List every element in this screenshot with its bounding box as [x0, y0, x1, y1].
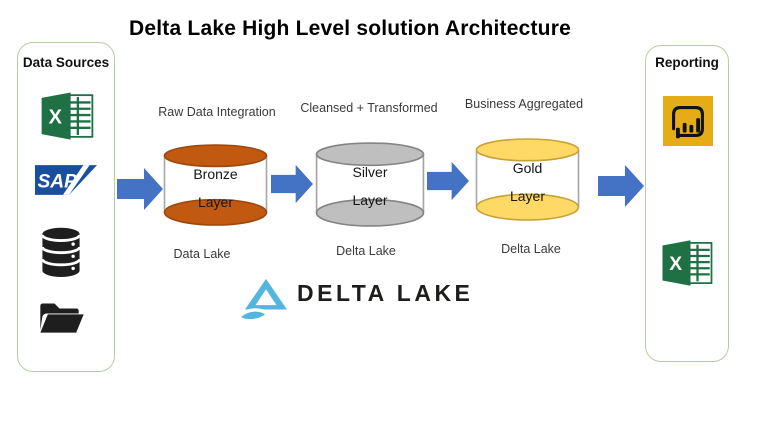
excel-icon: X [659, 239, 715, 287]
stage-gold-bottom-label: Delta Lake [501, 242, 561, 256]
excel-icon: X [38, 91, 96, 141]
sap-letters: SAP [37, 171, 77, 192]
stage-gold-top-label: Business Aggregated [464, 97, 584, 111]
arrow-gold-to-reporting [598, 164, 644, 208]
folder-icon [37, 295, 87, 337]
stage-bronze-top-label: Raw Data Integration [158, 105, 276, 119]
bronze-layer-cylinder: Bronze Layer [163, 144, 268, 226]
layer-name: Gold [512, 160, 543, 176]
stage-silver-bottom-label: Delta Lake [336, 244, 396, 258]
layer-name: Bronze [193, 166, 238, 182]
layer-word: Layer [197, 194, 234, 210]
arrow-sources-to-bronze [117, 168, 163, 210]
reporting-title: Reporting [655, 55, 719, 70]
database-icon [41, 225, 81, 279]
reporting-panel: Reporting X [645, 45, 729, 362]
arrow-silver-to-gold [427, 161, 469, 201]
data-sources-panel: Data Sources X SAP [17, 42, 115, 372]
stage-silver-top-label: Cleansed + Transformed [300, 101, 438, 115]
stage-bronze-bottom-label: Data Lake [173, 247, 231, 261]
layer-name: Silver [352, 164, 388, 180]
arrow-bronze-to-silver [271, 164, 313, 204]
layer-word: Layer [352, 192, 388, 208]
excel-letter: X [669, 254, 682, 275]
delta-lake-wordmark: DELTA LAKE [297, 280, 474, 306]
page-title: Delta Lake High Level solution Architect… [129, 17, 571, 40]
layer-word: Layer [509, 188, 546, 204]
silver-layer-cylinder: Silver Layer [315, 142, 425, 227]
delta-lake-logo-icon [238, 277, 294, 319]
data-sources-title: Data Sources [22, 55, 110, 70]
sap-icon: SAP [35, 165, 97, 195]
gold-layer-cylinder: Gold Layer [475, 138, 580, 221]
powerbi-icon [663, 96, 713, 146]
excel-letter: X [49, 106, 63, 128]
